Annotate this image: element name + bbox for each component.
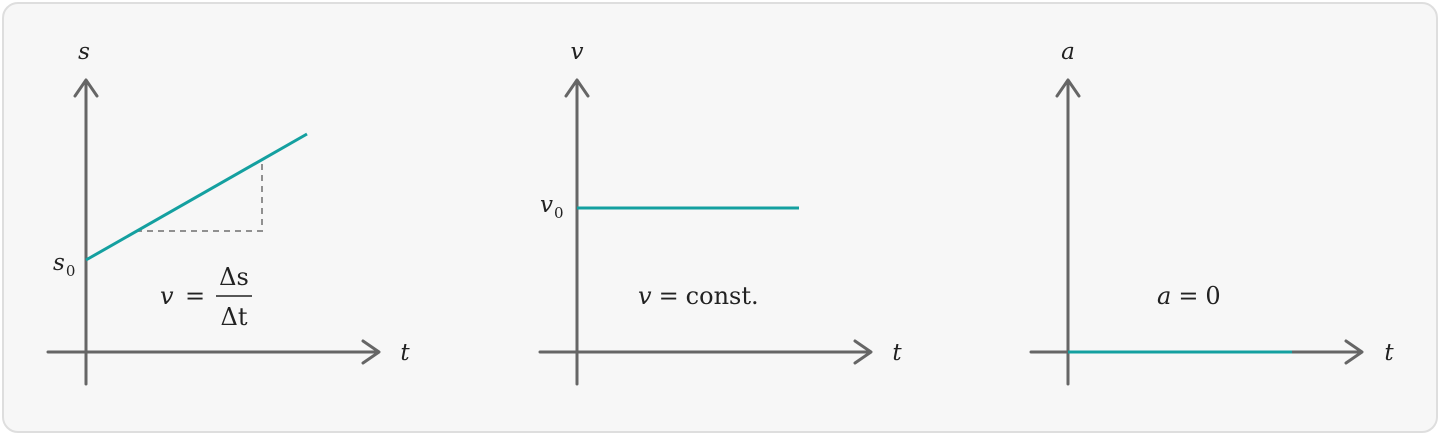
x-axis-label: t (892, 340, 902, 366)
equation-equals: = (185, 282, 205, 310)
y-axis-arrow-icon (73, 78, 99, 98)
panel-velocity: v t v0 v=const. (538, 39, 902, 386)
acceleration-equation: a=0 (1157, 282, 1221, 310)
fraction-numerator: Δs (219, 263, 249, 291)
fraction-denominator: Δt (221, 303, 248, 331)
x-axis-label: t (400, 340, 410, 366)
x-axis-arrow-icon (1344, 339, 1364, 365)
intercept-label: v0 (540, 192, 564, 222)
y-axis-label: a (1061, 39, 1075, 65)
y-axis-arrow-icon (1055, 78, 1081, 98)
velocity-equation: v = Δs Δt (160, 263, 252, 331)
intercept-label: s0 (53, 250, 75, 280)
y-axis-label: v (571, 39, 584, 65)
x-axis-arrow-icon (853, 339, 873, 365)
equation-lhs: v (160, 282, 174, 310)
panel-acceleration: a t a=0 (1029, 39, 1394, 386)
x-axis-label: t (1384, 340, 1394, 366)
slope-triangle (136, 160, 263, 232)
y-axis-label: s (78, 39, 90, 65)
x-axis-arrow-icon (361, 339, 381, 365)
velocity-equation: v=const. (638, 282, 759, 310)
y-axis-arrow-icon (564, 78, 590, 98)
displacement-line (85, 132, 308, 262)
panel-displacement: s t s0 v = Δs Δt (46, 39, 410, 386)
